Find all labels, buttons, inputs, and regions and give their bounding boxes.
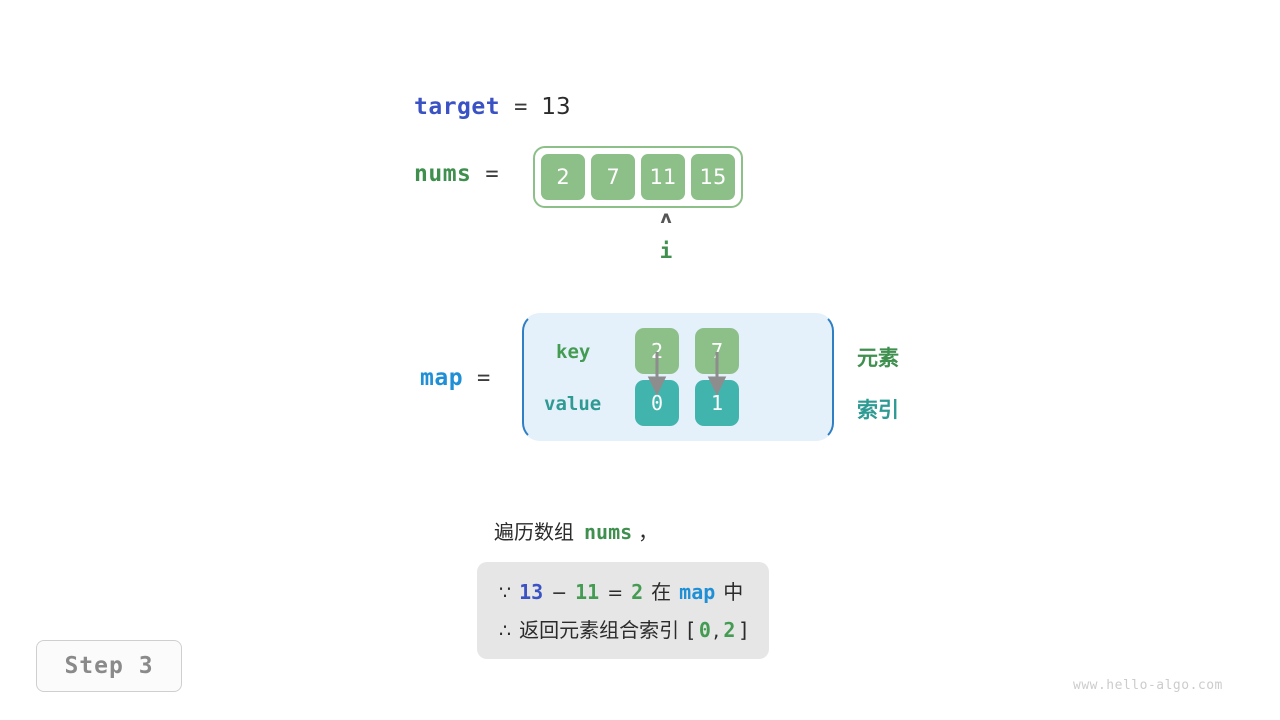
conclusion-line-therefore: ∴ 返回元素组合索引 [ 0 , 2 ]	[499, 614, 747, 643]
explanation-intro: 遍历数组 nums ，	[494, 516, 658, 545]
result-index-1: 2	[723, 618, 736, 642]
result-comma: ,	[712, 618, 720, 642]
step-badge-label: Step 3	[64, 653, 154, 679]
nums-cell[interactable]: 2	[539, 152, 587, 202]
operand-a: 13	[519, 580, 544, 604]
conclusion-line-because: ∵ 13 − 11 = 2 在 map 中	[499, 576, 747, 605]
map-value-cell[interactable]: 0	[635, 380, 679, 426]
target-row: target = 13	[414, 94, 571, 120]
conclusion-box: ∵ 13 − 11 = 2 在 map 中 ∴ 返回元素组合索引 [ 0 , 2…	[477, 562, 770, 659]
step-badge: Step 3	[36, 640, 182, 692]
because-symbol: ∵	[499, 582, 512, 604]
zhong-word: 中	[723, 580, 744, 604]
nums-variable-label-group: nums =	[414, 161, 499, 187]
operand-result: 2	[631, 580, 644, 604]
explanation-intro-suffix: ，	[638, 520, 659, 544]
target-value: 13	[541, 94, 571, 120]
map-element-side-label: 元素	[857, 346, 899, 370]
map-variable-label-group: map =	[420, 365, 490, 391]
nums-cell[interactable]: 15	[689, 152, 737, 202]
target-equals-sign: =	[514, 95, 528, 120]
map-mapping-arrows	[647, 352, 727, 396]
nums-cell[interactable]: 11	[639, 152, 687, 202]
map-index-side-label: 索引	[857, 398, 899, 422]
target-variable-label: target	[414, 94, 501, 120]
map-key-row-label: key	[556, 341, 591, 363]
pointer-variable-label: i	[659, 239, 673, 263]
nums-variable-label: nums	[414, 161, 472, 187]
pointer-caret-icon: ʌ	[660, 208, 672, 228]
bracket-close: ]	[739, 618, 748, 642]
nums-cell[interactable]: 7	[589, 152, 637, 202]
explanation-intro-prefix: 遍历数组	[494, 520, 574, 544]
equals-operator: =	[607, 582, 624, 604]
operand-b: 11	[575, 580, 600, 604]
bracket-open: [	[687, 618, 695, 642]
map-reference: map	[679, 580, 716, 604]
conclusion-text: 返回元素组合索引	[519, 618, 680, 642]
minus-operator: −	[551, 582, 568, 604]
nums-equals-sign: =	[485, 162, 499, 187]
map-value-row-label: value	[544, 393, 602, 415]
map-variable-label: map	[420, 365, 464, 391]
therefore-symbol: ∴	[499, 620, 512, 642]
index-pointer: ʌ i	[640, 210, 692, 262]
watermark: www.hello-algo.com	[1073, 678, 1223, 693]
result-index-0: 0	[698, 618, 711, 642]
nums-array: 2 7 11 15	[533, 146, 743, 208]
explanation-intro-variable: nums	[584, 520, 633, 544]
in-word: 在	[651, 580, 672, 604]
map-equals-sign: =	[477, 366, 491, 391]
